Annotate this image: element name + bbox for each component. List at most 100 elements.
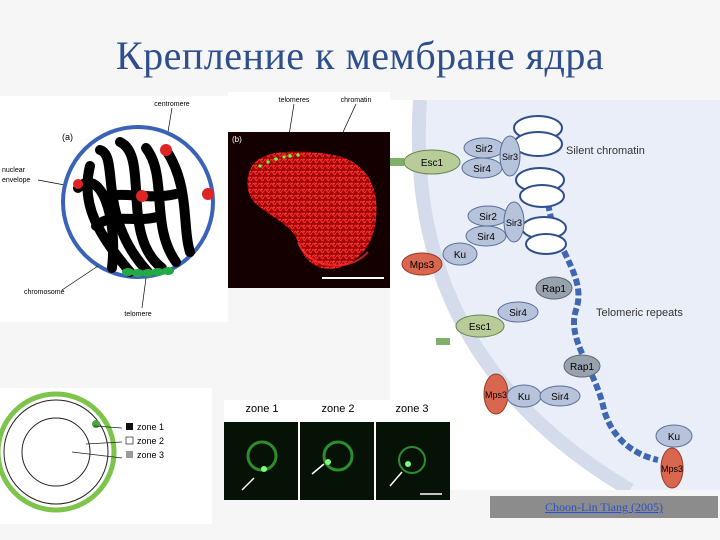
- label-sir2-mid: Sir2: [479, 212, 497, 223]
- centromere-dot: [160, 144, 172, 156]
- image-zone-1: [224, 422, 298, 500]
- panel-c-drawing: Esc1 Sir2 Sir4 Sir3 Silent chromatin Sir…: [390, 99, 720, 497]
- protein-mps3-top: [401, 252, 443, 276]
- protein-mps3-bottom: [660, 447, 684, 489]
- legend-zone-1: zone 1: [137, 422, 164, 432]
- leader-chromatin: [331, 103, 357, 157]
- panel-a-drawing: (a) centromere nuclear envelope: [2, 101, 215, 318]
- panel-d-drawing: zone 1 zone 2 zone 3: [0, 391, 164, 513]
- arrow-zone-1: [241, 477, 255, 491]
- fluorescent-spot-marker: [92, 420, 100, 428]
- label-esc1-lower: Esc1: [469, 322, 492, 333]
- pointer-zone-2: [85, 441, 123, 445]
- panel-d-zones: zone 1 zone 2 zone 3: [0, 388, 212, 524]
- label-mps3-lower: Mps3: [485, 390, 507, 400]
- protein-rap1-lower: [563, 354, 601, 378]
- legend-zone-2: zone 2: [137, 436, 164, 446]
- zone-outer-ring: [0, 391, 117, 513]
- centromere-dot: [202, 188, 214, 200]
- nucleoplasm: [418, 100, 720, 490]
- protein-esc1-lower: [455, 314, 505, 338]
- anchor-esc1-top: [390, 158, 404, 166]
- chromosome-arm: [91, 211, 165, 231]
- red-chromatin-mass: [247, 151, 377, 269]
- spot-zone-1: [261, 466, 267, 472]
- label-rap1-top: Rap1: [542, 284, 566, 295]
- legend-swatch-zone-3: [126, 451, 133, 458]
- chromosome-arm: [161, 145, 195, 257]
- label-sir4-mid: Sir4: [477, 232, 495, 243]
- label-nuclear: nuclear: [2, 167, 26, 174]
- credit-link[interactable]: Choon-Lin Tiang (2005): [544, 500, 663, 514]
- label-sir4-bottom: Sir4: [551, 392, 569, 403]
- pointer-zone-3: [71, 451, 123, 459]
- protein-sir4-mid: [465, 225, 507, 247]
- label-chromosome: chromosome: [24, 289, 65, 296]
- nucleosome-stack: [513, 115, 567, 255]
- panel-b-micrograph: telomeres chromatin (b): [228, 92, 390, 288]
- protein-sir3-top: [499, 135, 521, 177]
- legend-swatch-zone-2: [125, 436, 134, 445]
- label-telomeres: telomeres: [279, 97, 310, 104]
- label-ku-top: Ku: [454, 250, 466, 261]
- panel-a-letter: (a): [62, 132, 73, 142]
- anchor-esc1-lower: [436, 338, 450, 345]
- label-mps3-top: Mps3: [410, 260, 435, 271]
- label-centromere: centromere: [154, 101, 190, 108]
- centromere-dot: [136, 190, 148, 202]
- nucleus-zone-3: [398, 446, 426, 474]
- label-esc1-top: Esc1: [421, 158, 444, 169]
- spot-zone-3: [405, 461, 411, 467]
- label-ku-bottom: Ku: [668, 432, 680, 443]
- panel-e-fluorescence: zone 1 zone 2 zone 3: [224, 400, 450, 500]
- slide-title: Крепление к мембране ядра: [115, 33, 605, 78]
- leader-telomere: [141, 277, 147, 309]
- protein-sir4-lower: [497, 301, 539, 323]
- label-chromatin: chromatin: [341, 97, 372, 104]
- protein-ku-top: [442, 242, 478, 266]
- chromosome-arm: [141, 143, 181, 267]
- label-mps3-bottom: Mps3: [661, 464, 683, 474]
- label-rap1-lower: Rap1: [570, 362, 594, 373]
- pointer-zone-1: [93, 425, 123, 429]
- label-sir3-top: Sir3: [502, 152, 518, 162]
- legend-zone-3: zone 3: [137, 450, 164, 460]
- arrow-zone-2: [311, 463, 325, 475]
- label-sir4-lower: Sir4: [509, 308, 527, 319]
- protein-sir4-bottom: [539, 385, 581, 407]
- nucleus-zone-2: [322, 440, 354, 472]
- zone-1-boundary: [3, 399, 109, 505]
- telomere-cluster: [122, 267, 174, 277]
- label-sir3-mid: Sir3: [506, 218, 522, 228]
- label-sir4-top: Sir4: [473, 164, 491, 175]
- protein-ku-bottom: [655, 424, 693, 448]
- legend-swatch-zone-1: [126, 423, 133, 430]
- label-zone-1-image: zone 1: [245, 403, 278, 415]
- label-silent-chromatin: Silent chromatin: [566, 145, 645, 157]
- label-zone-2-image: zone 2: [321, 403, 354, 415]
- protein-sir3-mid: [503, 201, 525, 243]
- zone-2-boundary: [21, 417, 91, 487]
- protein-esc1-top: [403, 149, 461, 175]
- label-zone-3-image: zone 3: [395, 403, 428, 415]
- label-telomeric-repeats: Telomeric repeats: [596, 307, 683, 319]
- label-envelope: envelope: [2, 177, 31, 184]
- panel-c-model: Esc1 Sir2 Sir4 Sir3 Silent chromatin Sir…: [390, 99, 720, 497]
- label-telomere: telomere: [124, 311, 151, 318]
- spot-zone-2: [325, 459, 331, 465]
- credit-bar: Choon-Lin Tiang (2005): [490, 496, 718, 518]
- protein-rap1-top: [535, 276, 573, 300]
- chromatin-edge: [297, 241, 369, 267]
- telomere-green-signal: [258, 153, 300, 168]
- leader-chromosome: [61, 265, 99, 291]
- panel-e-drawing: zone 1 zone 2 zone 3: [224, 403, 450, 500]
- label-sir2-top: Sir2: [475, 144, 493, 155]
- leader-telomeres: [285, 103, 295, 155]
- panel-b-letter: (b): [232, 135, 242, 144]
- centromere-dot: [73, 179, 83, 189]
- image-zone-2: [300, 422, 374, 500]
- panel-b-drawing: telomeres chromatin (b): [228, 97, 390, 288]
- label-ku-lower: Ku: [518, 392, 530, 403]
- panel-a-schematic: (a) centromere nuclear envelope: [0, 96, 228, 322]
